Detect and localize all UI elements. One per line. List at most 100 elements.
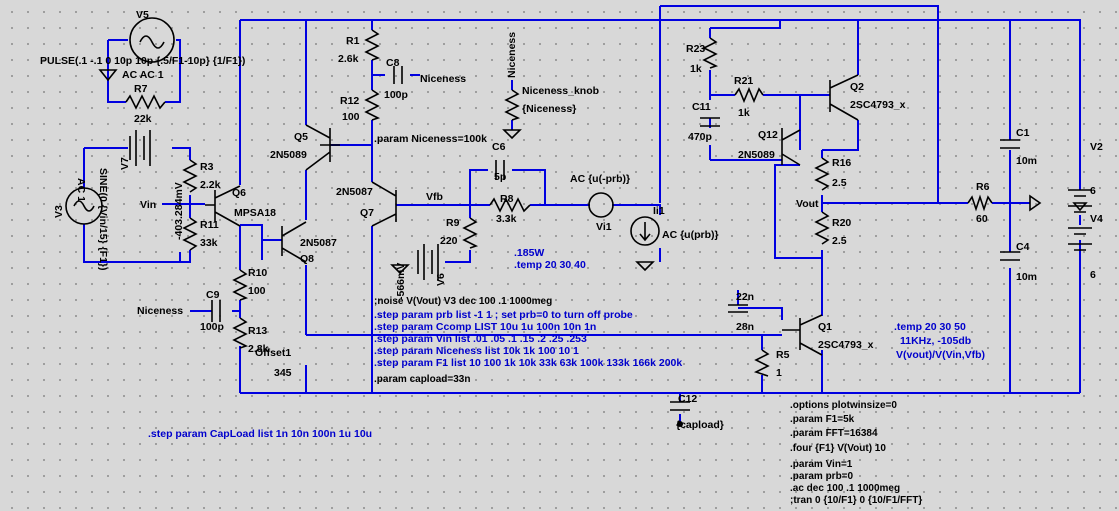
directive-step-vin: .step param Vin list .01 .05 .1 .15 .2 .… [374,333,587,345]
r8-resistor-icon [489,197,531,213]
c1-name: C1 [1016,127,1030,139]
r1-name: R1 [346,35,360,47]
r12-resistor-icon [364,89,381,121]
q5-name: Q5 [294,131,308,143]
vfb-label: Vfb [426,191,443,203]
r3-value: 2.2k [200,179,221,191]
r20-value: 2.5 [832,235,847,247]
v4-battery-icon [1068,227,1092,251]
v4-value: 6 [1090,269,1096,281]
q6-transistor-icon [205,185,241,227]
r16-resistor-icon [814,157,830,191]
r7-name: R7 [134,83,148,95]
q1-name: Q1 [818,321,832,333]
r21-name: R21 [734,75,753,87]
niceness-label-vertical: Niceness [506,32,518,78]
q12-model: 2N5089 [738,149,775,161]
directive-noise: ;noise V(Vout) V3 dec 100 .1 1000meg [374,296,552,307]
r21-resistor-icon [734,86,764,104]
v2-battery-icon [1068,189,1092,213]
r23-name: R23 [686,43,705,55]
q8-transistor-icon [281,221,307,263]
directive-sim: .options plotwinsize=0 [790,400,897,411]
r6-value: 60 [976,213,988,225]
c4-name: C4 [1016,241,1030,253]
directive-param-capload: .param capload=33n [374,374,470,385]
directives: .185W .temp 20 30 40 ;noise V(Vout) V3 d… [148,247,985,506]
directive-sim: .param FFT=16384 [790,428,878,439]
v6-name: V6 [435,273,447,286]
niceness-label-top: Niceness [420,73,466,85]
v3-name: V3 [53,205,65,218]
r7-resistor-icon [125,94,166,110]
r20-name: R20 [832,217,851,229]
v4-name: V4 [1090,213,1103,225]
c8-value: 100p [384,89,408,101]
c6-name: C6 [492,141,506,153]
c9-name: C9 [206,289,220,301]
q7-name: Q7 [360,207,374,219]
r16-value: 2.5 [832,177,847,189]
r7-value: 22k [134,113,152,125]
ii1-value: AC {u(prb)} [662,229,719,241]
r6-name: R6 [976,181,990,193]
c8-capacitor-icon [393,66,403,84]
c11-name: C11 [692,101,711,113]
q1-model: 2SC4793_x [818,339,874,351]
c1-capacitor-icon [1000,139,1020,149]
v3-source-icon [65,187,103,225]
r8-name: R8 [500,193,514,205]
r6-resistor-icon [967,194,993,212]
r9-resistor-icon [462,217,479,249]
directive-step-ccomp: .step param Ccomp LIST 10u 1u 100n 10n 1… [374,321,596,333]
ground-icon [98,69,118,82]
c8-name: C8 [386,57,400,69]
c4-value: 10m [1016,271,1037,283]
q8-name: Q8 [300,253,314,265]
directive-temp2: .temp 20 30 50 [894,321,966,333]
r13-name: R13 [248,325,267,337]
q6-model: MPSA18 [234,207,276,219]
r10-value: 100 [248,285,266,297]
c6-value: 5p [494,171,506,183]
symbols [65,17,1092,427]
r9-name: R9 [446,217,460,229]
r20-resistor-icon [814,211,830,245]
c11-capacitor-icon [700,117,720,127]
directive-step-capload: .step param CapLoad list 1n 10n 100n 1u … [148,428,372,440]
ii1-source-icon [630,216,660,246]
v3-value2: SINE(0 {Vin/15} {F1}) [97,168,109,271]
q7-model: 2N5087 [336,186,373,198]
v5-source-icon [129,17,175,63]
niceness-knob-name: Niceness_knob [522,85,599,97]
offset-name: Offset1 [255,347,291,359]
directive-sim: .ac dec 100 .1 1000meg [790,483,900,494]
r10-name: R10 [248,267,267,279]
c9-capacitor-icon [211,300,221,322]
r21-value: 1k [738,107,750,119]
r5-value: 1 [776,367,782,379]
r5-name: R5 [776,349,790,361]
q2-model: 2SC4793_x [850,99,906,111]
vi1-name: Vi1 [596,221,612,233]
directive-step-prb: .step param prb list -1 1 ; set prb=0 to… [374,309,633,321]
r11-value: 33k [200,237,218,249]
c1-value: 10m [1016,155,1037,167]
r10-resistor-icon [232,269,249,301]
q6-name: Q6 [232,187,246,199]
niceness-knob-icon [504,89,521,121]
q12-transistor-icon [781,128,801,166]
v5-name: V5 [136,9,149,21]
q7-transistor-icon [371,181,397,227]
r13-value: 2.8k [248,343,269,355]
directive-sim: .four {F1} V(Vout) 10 [790,443,886,454]
directive-sim: .param prb=0 [790,471,854,482]
r8-value: 3.3k [496,213,517,225]
q1-transistor-icon [782,314,823,356]
r9-value: 220 [440,235,458,247]
directive-step-niceness: .step param Niceness list 10k 1k 100 10 … [374,345,579,357]
ii1-name: Ii1 [653,205,665,217]
directive-power: .185W [514,247,544,259]
